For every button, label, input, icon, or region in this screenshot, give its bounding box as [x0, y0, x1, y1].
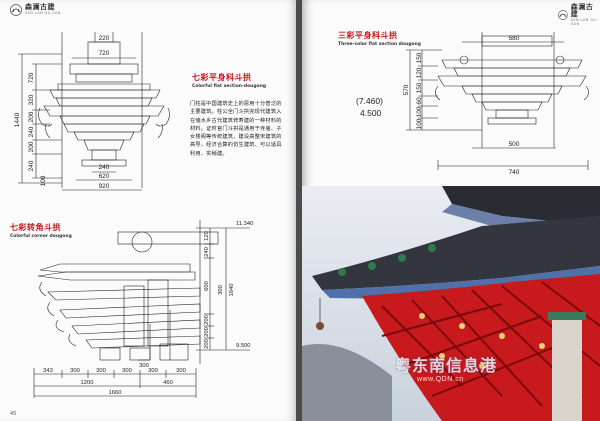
book-gutter [296, 0, 304, 421]
elevation-7460: (7.460) [356, 96, 383, 106]
section-paragraph: 门柱是中国建筑史上的恩用十分普泛的主要建筑。柱公全门斗拱完现代建筑入在储水乡古代… [190, 101, 282, 157]
dim-top-720: 720 [99, 50, 110, 57]
dim-right-120: 120 [204, 231, 210, 241]
dim-right-1840: 1840 [229, 284, 235, 297]
brand-name: 森澜古建 [570, 3, 594, 18]
section-title-corner: 七彩转角斗拱 [10, 223, 61, 232]
dim-bottom-240: 240 [99, 164, 110, 171]
dim-left-150a: 150 [416, 52, 423, 63]
dim-bottom-300d: 300 [148, 368, 158, 374]
dim-left-100: 100 [40, 175, 47, 186]
eave-photo-illustration [302, 186, 600, 421]
dim-right-200b: 200 [204, 327, 210, 337]
elevation-4500: 4.500 [360, 108, 382, 118]
brand-name-en: SEN LAN GU JIAN [570, 18, 597, 26]
dim-bottom-740: 740 [509, 169, 520, 176]
dim-left-1440: 1440 [14, 112, 21, 127]
section-title-flat: 七彩平身科斗拱 [192, 73, 252, 82]
dim-right-600: 600 [204, 281, 210, 291]
dim-bottom-460: 460 [163, 380, 173, 386]
dim-bottom-920: 920 [99, 183, 110, 190]
brand-mark-icon [10, 4, 22, 16]
three-color-dougong-drawing: 580 500 740 570 150 120 150 60 100 100 (… [356, 32, 589, 176]
page-number-left: 45 [10, 411, 17, 417]
dim-right-300: 300 [218, 285, 224, 295]
dim-left-200b: 200 [28, 141, 35, 152]
dim-top-580: 580 [509, 35, 520, 42]
dim-top-220: 220 [99, 35, 110, 42]
section-heading-corner: 七彩转角斗拱 Colorful corner dougong [10, 222, 72, 239]
dim-bottom-500: 500 [509, 141, 520, 148]
dim-left-240b: 240 [28, 160, 35, 171]
dim-bottom-620: 620 [99, 173, 110, 180]
dim-right-240: 240 [204, 247, 210, 257]
dim-left-60: 60 [416, 97, 423, 105]
brand-logo: 森澜古建 SEN LAN GU JIAN [10, 4, 61, 16]
dim-bottom-300a: 300 [70, 368, 80, 374]
dim-left-100a: 100 [416, 106, 423, 117]
dim-right-200c: 200 [204, 339, 210, 349]
dim-left-100b: 100 [416, 118, 423, 129]
brand-logo-right: 森澜古建 SEN LAN GU JIAN [558, 4, 600, 26]
dim-left-120: 120 [416, 67, 423, 78]
elevation-9500: 9.500 [236, 343, 251, 349]
section-title-three-color: 三彩平身科斗拱 [338, 31, 398, 40]
elevation-11340: 11.340 [236, 221, 253, 227]
section-heading-flat: 七彩平身科斗拱 Colorful flat section-dougong [192, 72, 266, 89]
dim-left-320: 320 [28, 94, 35, 105]
section-subtitle-three-color: Three-color flat section dougong [338, 42, 421, 47]
section-subtitle-corner: Colorful corner dougong [10, 234, 72, 239]
dim-bottom-343: 343 [43, 368, 53, 374]
dim-top-300: 300 [139, 363, 149, 369]
dim-left-200a: 200 [28, 111, 35, 122]
dim-left-240a: 240 [28, 126, 35, 137]
eave-photo [302, 186, 600, 421]
dim-left-720: 720 [28, 72, 35, 83]
corner-dougong-drawing: 11.340 9.500 1840 120 240 600 200 200 20… [33, 220, 253, 398]
section-subtitle-flat: Colorful flat section-dougong [192, 84, 267, 89]
dim-right-200a: 200 [204, 315, 210, 325]
flat-dougong-drawing: 220 720 240 620 920 1440 720 320 200 240… [14, 32, 170, 191]
dim-bottom-1660: 1660 [109, 390, 122, 396]
section-heading-three-color: 三彩平身科斗拱 Three-color flat section dougong [338, 30, 421, 47]
dim-bottom-300b: 300 [96, 368, 106, 374]
dim-bottom-1200: 1200 [81, 380, 94, 386]
brand-name: 森澜古建 [25, 3, 55, 12]
dim-left-570: 570 [403, 84, 410, 95]
dim-left-150b: 150 [416, 82, 423, 93]
dim-bottom-300e: 300 [176, 368, 186, 374]
brand-name-en: SEN LAN GU JIAN [25, 11, 61, 16]
dim-bottom-300c: 300 [122, 368, 132, 374]
brand-mark-icon [558, 10, 568, 20]
left-page: 森澜古建 SEN LAN GU JIAN [0, 0, 298, 421]
